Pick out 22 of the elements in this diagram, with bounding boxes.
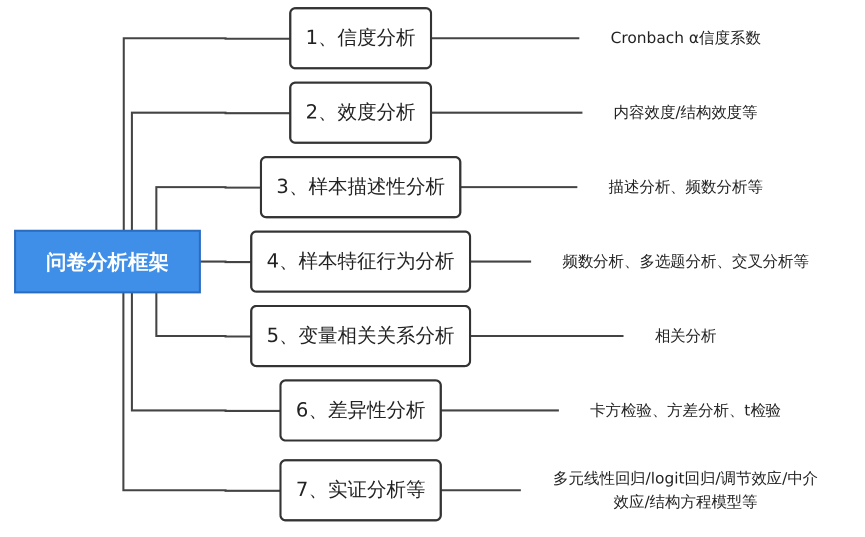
node-text: 相关分析 bbox=[654, 326, 716, 345]
connector bbox=[130, 112, 291, 231]
connector bbox=[122, 37, 291, 231]
connector bbox=[155, 186, 262, 231]
connector bbox=[430, 37, 580, 40]
node-text: 频数分析、多选题分析、交叉分析等 bbox=[562, 252, 809, 271]
node-text: Cronbach α信度系数 bbox=[610, 28, 761, 48]
node-text: 卡方检验、方差分析、t检验 bbox=[590, 400, 782, 420]
connector bbox=[430, 112, 583, 114]
node-text: 内容效度/结构效度等 bbox=[614, 103, 758, 122]
node-text: 描述分析、频数分析等 bbox=[608, 178, 763, 196]
connector bbox=[470, 334, 624, 338]
node-box: 问卷分析框架 bbox=[14, 230, 201, 294]
connector bbox=[440, 409, 560, 412]
connector bbox=[440, 489, 522, 492]
connector bbox=[198, 260, 252, 264]
node-text: 多元线性回归/logit回归/调节效应/中介效应/结构方程模型等 bbox=[553, 469, 818, 511]
connector bbox=[130, 292, 281, 412]
connector bbox=[460, 186, 578, 189]
connector bbox=[470, 260, 532, 263]
connector bbox=[122, 292, 281, 492]
connector bbox=[155, 292, 252, 338]
